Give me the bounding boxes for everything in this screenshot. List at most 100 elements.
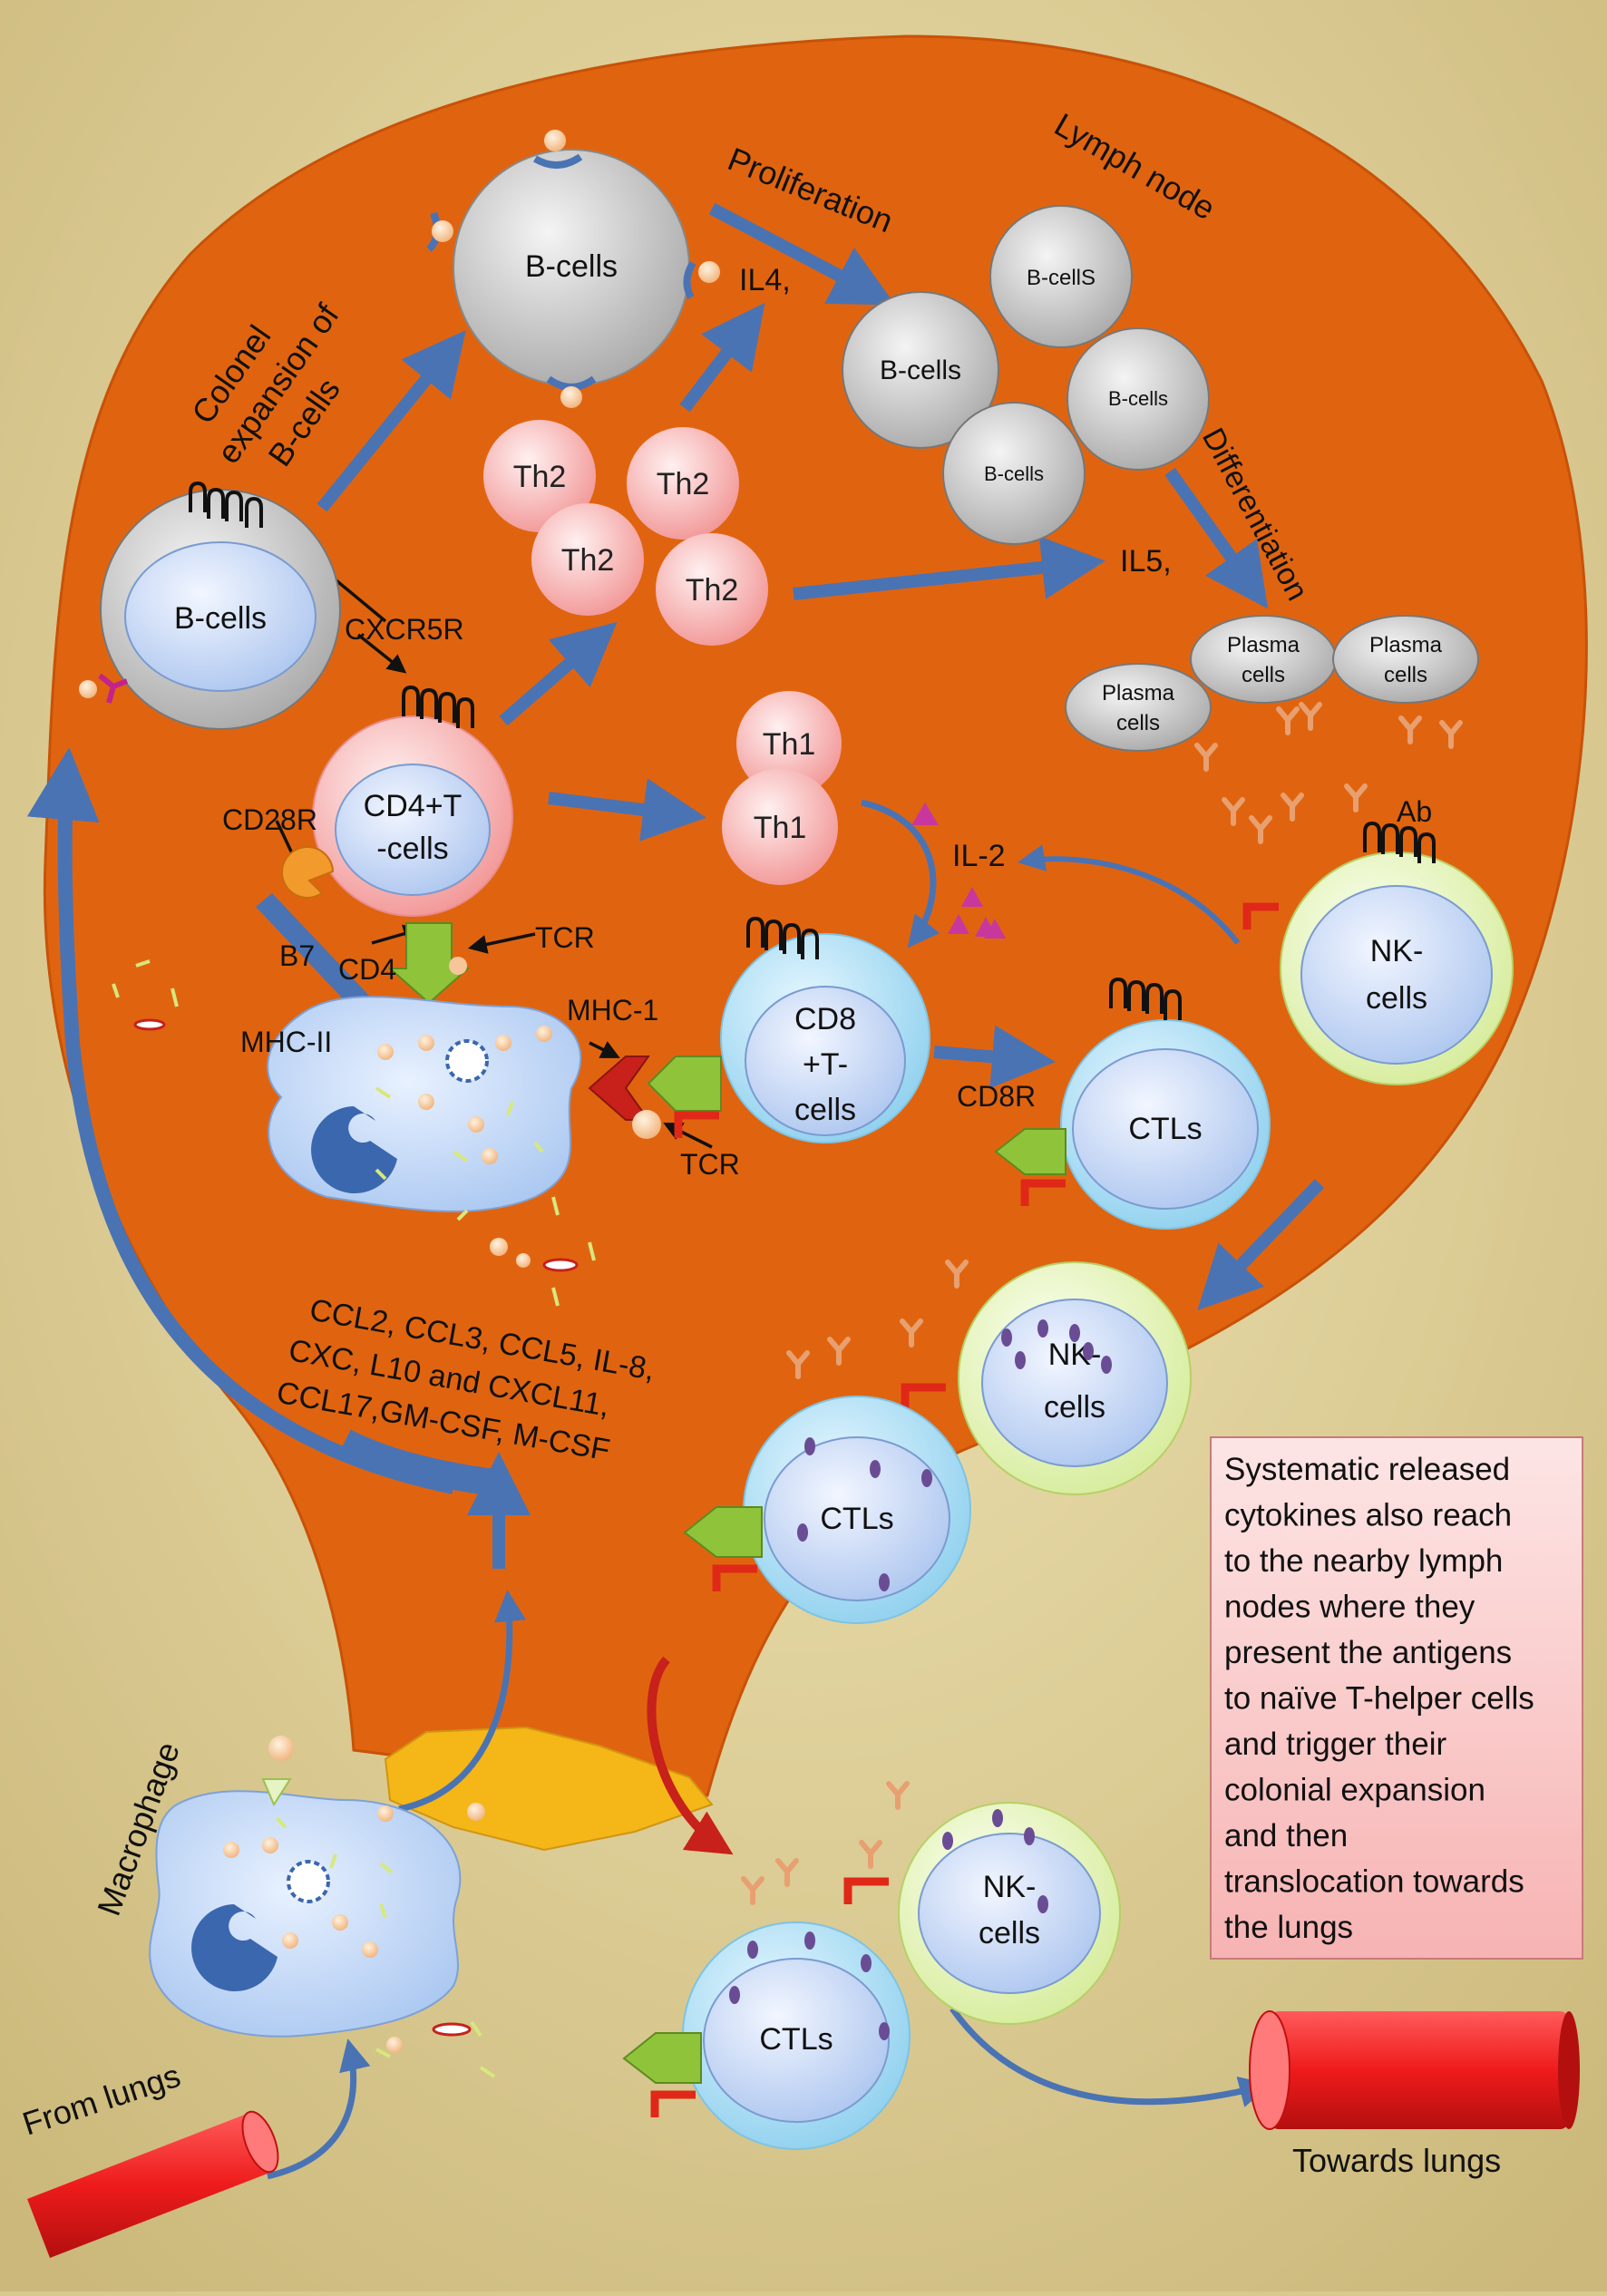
il5-label: IL5, — [1120, 544, 1172, 579]
cd8-line-3: cells — [794, 1093, 856, 1127]
nk-cell-middle: NK- cells — [901, 1261, 1192, 1495]
nk-bottom-line-1: NK- — [983, 1870, 1037, 1904]
plasma-1-line-2: cells — [1242, 663, 1285, 687]
plasma-2-line-2: cells — [1384, 663, 1427, 687]
plasma-1-line-1: Plasma — [1227, 633, 1300, 657]
cd4-line-2: -cells — [376, 832, 448, 866]
note-line: translocation towards — [1224, 1864, 1524, 1900]
ctl-cell-middle: CTLs — [683, 1396, 971, 1624]
arrow-th2-to-il5 — [793, 536, 1105, 600]
nk-cell-bottom: NK- cells — [843, 1802, 1121, 2025]
arrow-ctl-to-nk — [1197, 1179, 1325, 1311]
th1-cells: Th1 Th1 — [722, 691, 842, 885]
arrow-node-exit-red — [647, 1656, 734, 1855]
nk-middle-line-2: cells — [1044, 1390, 1105, 1425]
ctl-top-label: CTLs — [1128, 1112, 1202, 1146]
note-line: colonial expansion — [1224, 1773, 1485, 1808]
ctl-cell-top: CTLs — [994, 978, 1271, 1230]
il2-label: IL-2 — [952, 839, 1006, 873]
arrow-bcell-to-big-bcell — [317, 330, 466, 512]
nk-cell-top: NK- cells — [1242, 822, 1514, 1085]
note-line: cytokines also reach — [1224, 1498, 1512, 1533]
th2-label-1: Th2 — [513, 460, 567, 494]
bcell-cluster-label-2: B-cells — [880, 355, 961, 385]
tcr-top-label: TCR — [535, 921, 595, 954]
il4-label: IL4, — [739, 263, 791, 297]
arrow-cd4-to-th1 — [548, 778, 706, 842]
note-line: and then — [1224, 1818, 1348, 1853]
cd8-line-2: +T- — [803, 1047, 848, 1082]
arrow-cd8-to-ctl — [933, 1025, 1056, 1089]
antigen-debris — [79, 673, 596, 2078]
nk-bottom-line-2: cells — [979, 1916, 1040, 1951]
arrow-lung-to-macrophage — [267, 2038, 371, 2180]
vessel-towards-lungs — [1249, 2010, 1580, 2130]
nk-top-line-1: NK- — [1370, 934, 1424, 968]
arrow-th2-to-il4 — [679, 302, 765, 413]
th1-label-1: Th1 — [763, 727, 816, 762]
arrow-proliferation — [708, 202, 896, 306]
bcell-cluster-label-1: B-cellS — [1027, 266, 1096, 290]
note-line: present the antigens — [1224, 1635, 1512, 1670]
nk-top-line-2: cells — [1366, 981, 1427, 1016]
note-line: and trigger their — [1224, 1727, 1446, 1762]
cd4-line-1: CD4+T — [364, 789, 463, 823]
bcell-big-label: B-cells — [525, 249, 618, 284]
b7-label: B7 — [279, 939, 315, 972]
arrow-left-long-curve — [26, 747, 455, 1494]
th2-label-2: Th2 — [657, 467, 710, 501]
cd4-tcr-connector — [387, 922, 471, 1005]
ctl-cell-bottom: CTLs — [622, 1921, 911, 2150]
tcr-bottom-label: TCR — [680, 1148, 740, 1181]
plasma-2-line-1: Plasma — [1369, 633, 1443, 657]
cd8-line-1: CD8 — [794, 1002, 856, 1036]
cxcr5r-label: CXCR5R — [345, 613, 464, 646]
arrow-differentiation — [1164, 467, 1269, 609]
arrow-ctl-to-vessel — [950, 2006, 1271, 2107]
bcell-big: B-cells — [425, 130, 720, 408]
th1-label-2: Th1 — [754, 811, 807, 845]
note-line: the lungs — [1224, 1910, 1353, 1945]
plasma-3-line-1: Plasma — [1102, 681, 1175, 705]
apc-macrophage — [267, 996, 582, 1212]
plasma-3-line-2: cells — [1116, 711, 1160, 735]
note-line: to naïve T-helper cells — [1224, 1681, 1534, 1717]
arrow-th1-to-il2 — [861, 799, 940, 949]
note-line: to the nearby lymph — [1224, 1543, 1503, 1579]
flow-arrows — [317, 202, 1325, 1569]
il2-molecules — [911, 803, 1006, 939]
cd4-t-cell: CD4+T -cells — [312, 686, 513, 917]
th2-label-3: Th2 — [561, 543, 615, 578]
th2-cells: Th2 Th2 Th2 Th2 — [483, 420, 768, 646]
cd28r-label: CD28R — [222, 803, 317, 836]
plasma-cells: Plasma cells Plasma cells Plasma cells — [1065, 615, 1479, 752]
arrow-nk-to-il2 — [1018, 844, 1241, 945]
bcell-small: B-cells — [100, 482, 341, 730]
mhc2-label: MHC-II — [240, 1026, 332, 1058]
bcell-small-label: B-cells — [174, 601, 267, 636]
mhc1-marker — [588, 1056, 650, 1121]
cd4-receptor-label: CD4 — [338, 953, 396, 986]
cd8-t-cell: CD8 +T- cells — [632, 917, 930, 1143]
ab-label: Ab — [1397, 795, 1432, 828]
arrow-macrophage-to-node — [398, 1590, 526, 1813]
bcell-cluster-label-4: B-cells — [984, 462, 1044, 485]
bcell-cluster: B-cellS B-cells B-cells B-cells — [842, 205, 1210, 545]
note-box: Systematic released cytokines also reach t… — [1210, 1436, 1583, 1960]
th2-label-4: Th2 — [686, 573, 739, 608]
cd28r-receptor — [281, 846, 335, 900]
vessel-from-lungs — [27, 2110, 279, 2258]
ctl-bottom-label: CTLs — [759, 2022, 833, 2057]
ctl-middle-label: CTLs — [820, 1502, 893, 1536]
note-line: Systematic released — [1224, 1452, 1510, 1487]
bcell-cluster-label-3: B-cells — [1108, 387, 1168, 410]
macrophage-outside — [149, 1736, 462, 2038]
cd8r-label: CD8R — [957, 1080, 1036, 1113]
note-line: nodes where they — [1224, 1590, 1476, 1625]
cd28-b7-bracket — [256, 893, 388, 1029]
arrow-cd4-to-th2 — [499, 621, 618, 726]
mhc1-label: MHC-1 — [567, 994, 658, 1026]
arrow-left-tail — [338, 1429, 496, 1496]
